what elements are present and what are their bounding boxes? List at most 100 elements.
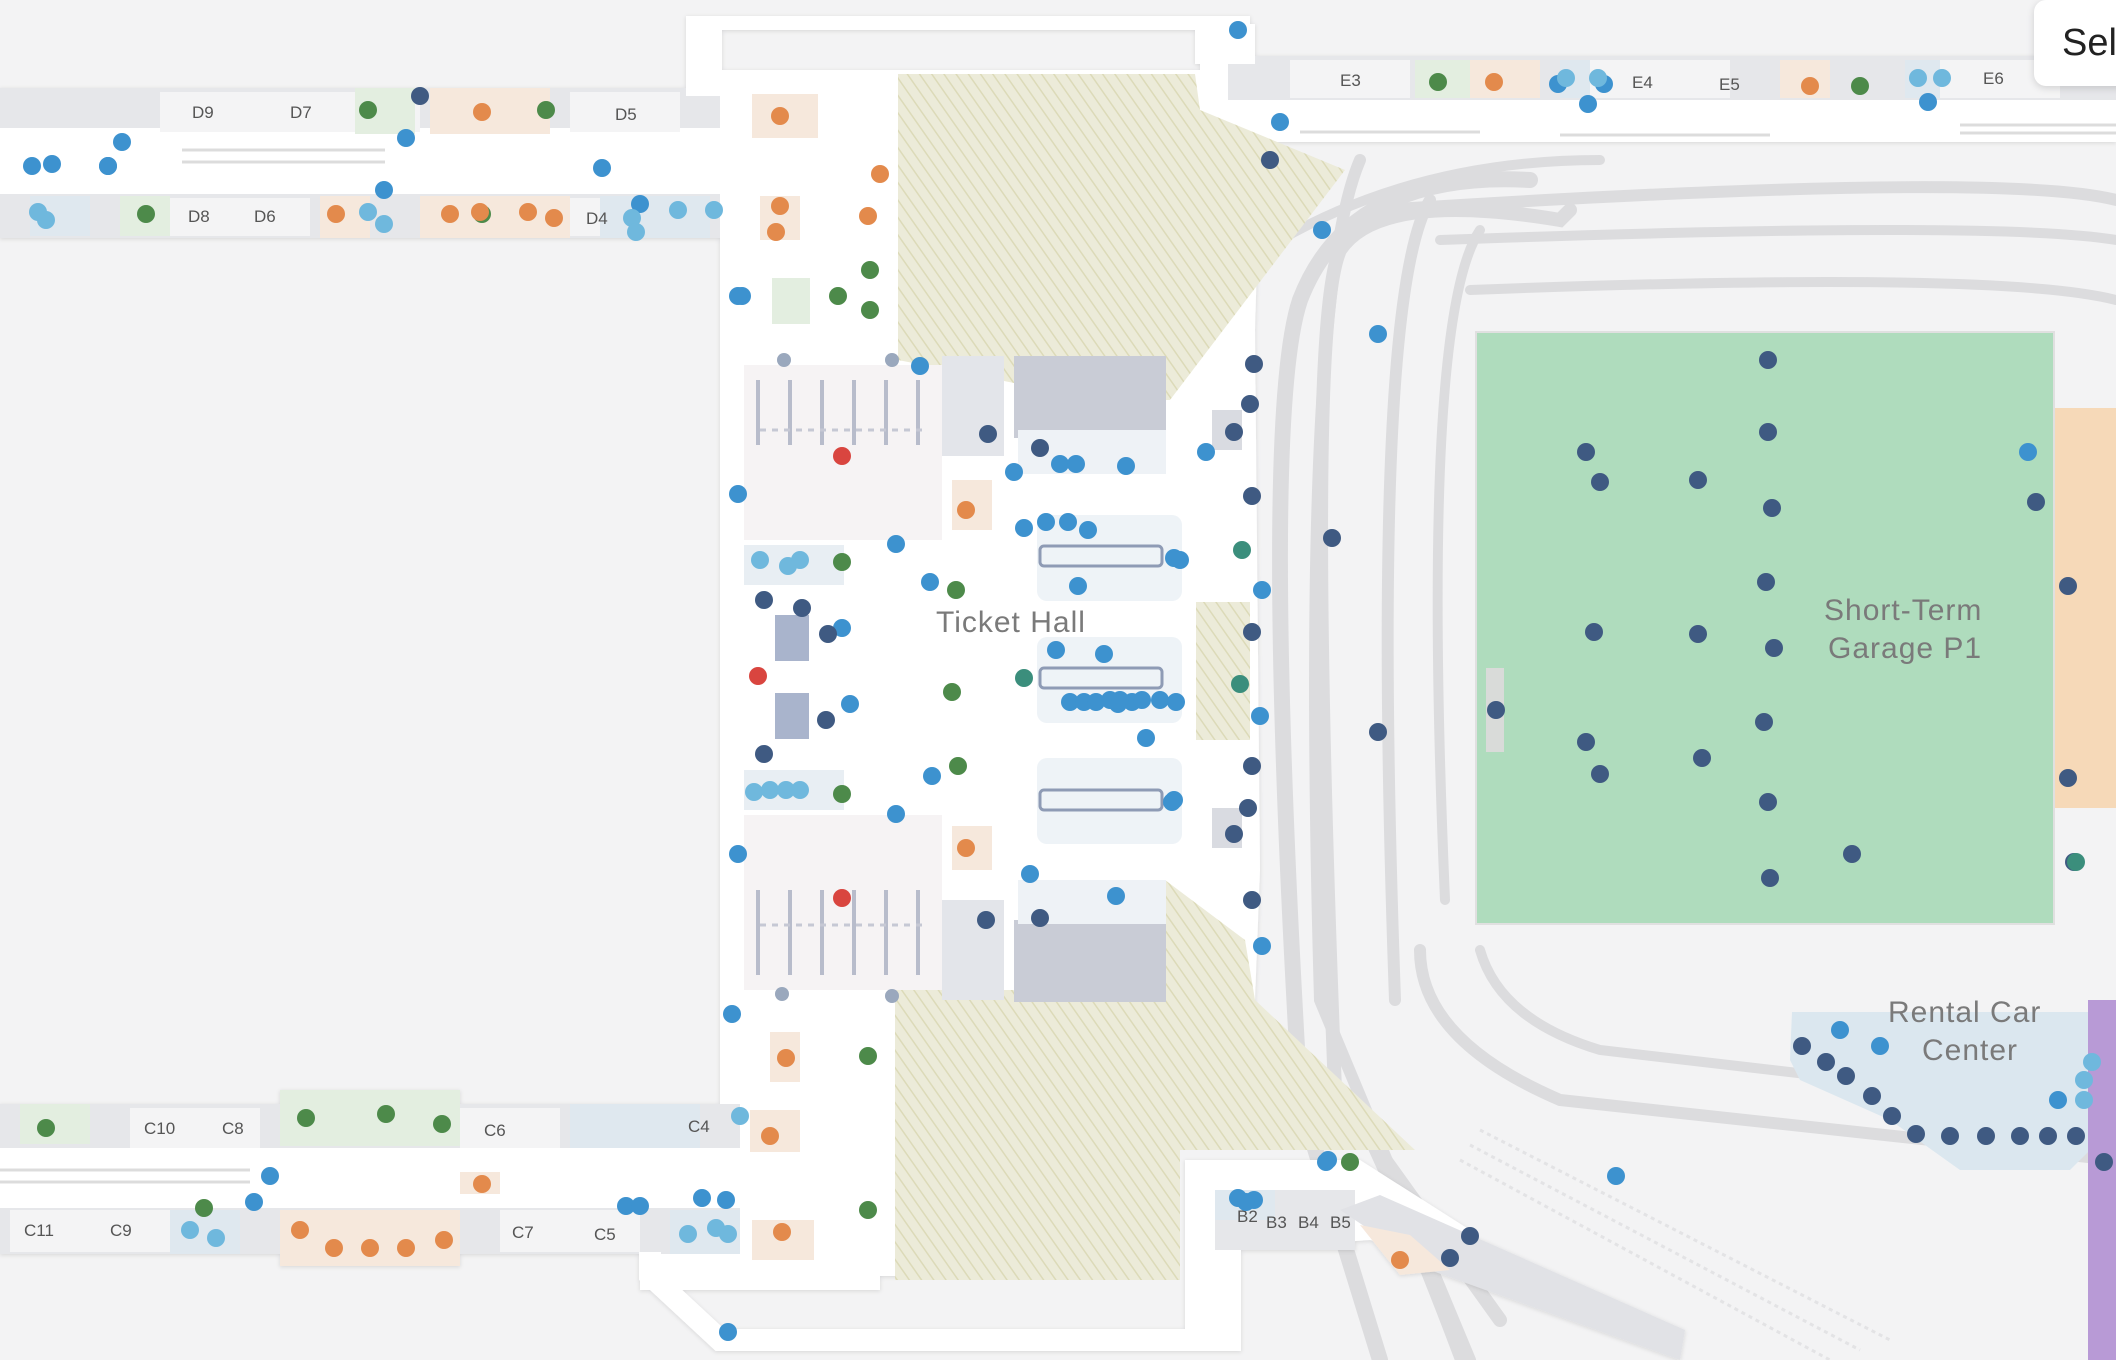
info-marker[interactable]	[2067, 853, 2085, 871]
food-marker[interactable]	[545, 209, 563, 227]
service-marker[interactable]	[817, 711, 835, 729]
restroom-marker[interactable]	[719, 1323, 737, 1341]
service-marker[interactable]	[2027, 493, 2045, 511]
restroom-marker[interactable]	[1253, 581, 1271, 599]
shop-marker[interactable]	[297, 1109, 315, 1127]
restroom-marker[interactable]	[1165, 791, 1183, 809]
service-marker[interactable]	[2067, 1127, 2085, 1145]
service-marker[interactable]	[1759, 423, 1777, 441]
food-marker[interactable]	[325, 1239, 343, 1257]
service-marker[interactable]	[1941, 1127, 1959, 1145]
restroom-marker[interactable]	[1369, 325, 1387, 343]
service-marker[interactable]	[1239, 799, 1257, 817]
amenity-marker[interactable]	[623, 209, 641, 227]
food-marker[interactable]	[957, 501, 975, 519]
restroom-marker[interactable]	[593, 159, 611, 177]
emergency-marker[interactable]	[833, 889, 851, 907]
shop-marker[interactable]	[1341, 1153, 1359, 1171]
restroom-marker[interactable]	[1111, 691, 1129, 709]
service-marker[interactable]	[1243, 757, 1261, 775]
info-marker[interactable]	[1233, 541, 1251, 559]
restroom-marker[interactable]	[1117, 457, 1135, 475]
service-marker[interactable]	[1759, 793, 1777, 811]
restroom-marker[interactable]	[1253, 937, 1271, 955]
restroom-marker[interactable]	[1197, 443, 1215, 461]
food-marker[interactable]	[397, 1239, 415, 1257]
restroom-marker[interactable]	[99, 157, 117, 175]
restroom-marker[interactable]	[921, 573, 939, 591]
service-marker[interactable]	[411, 87, 429, 105]
service-marker[interactable]	[1755, 713, 1773, 731]
shop-marker[interactable]	[861, 301, 879, 319]
shop-marker[interactable]	[1851, 77, 1869, 95]
service-marker[interactable]	[1241, 395, 1259, 413]
restroom-marker[interactable]	[729, 287, 747, 305]
amenity-marker[interactable]	[751, 551, 769, 569]
service-marker[interactable]	[1577, 443, 1595, 461]
restroom-marker[interactable]	[1151, 691, 1169, 709]
restroom-marker[interactable]	[887, 805, 905, 823]
food-marker[interactable]	[441, 205, 459, 223]
restroom-marker[interactable]	[1069, 577, 1087, 595]
shop-marker[interactable]	[861, 261, 879, 279]
service-marker[interactable]	[755, 591, 773, 609]
food-marker[interactable]	[957, 839, 975, 857]
restroom-marker[interactable]	[397, 129, 415, 147]
service-marker[interactable]	[1817, 1053, 1835, 1071]
restroom-marker[interactable]	[1831, 1021, 1849, 1039]
shop-marker[interactable]	[37, 1119, 55, 1137]
amenity-marker[interactable]	[1933, 69, 1951, 87]
service-marker[interactable]	[1863, 1087, 1881, 1105]
restroom-marker[interactable]	[1005, 463, 1023, 481]
food-marker[interactable]	[327, 205, 345, 223]
restroom-marker[interactable]	[729, 485, 747, 503]
service-marker[interactable]	[1591, 765, 1609, 783]
service-marker[interactable]	[2039, 1127, 2057, 1145]
amenity-marker[interactable]	[207, 1229, 225, 1247]
service-marker[interactable]	[977, 911, 995, 929]
amenity-marker[interactable]	[719, 1225, 737, 1243]
restroom-marker[interactable]	[1137, 729, 1155, 747]
service-marker[interactable]	[1243, 891, 1261, 909]
service-marker[interactable]	[1261, 151, 1279, 169]
service-marker[interactable]	[1369, 723, 1387, 741]
restroom-marker[interactable]	[261, 1167, 279, 1185]
restroom-marker[interactable]	[1051, 455, 1069, 473]
amenity-marker[interactable]	[627, 223, 645, 241]
emergency-marker[interactable]	[833, 447, 851, 465]
food-marker[interactable]	[859, 207, 877, 225]
shop-marker[interactable]	[137, 205, 155, 223]
restroom-marker[interactable]	[1087, 693, 1105, 711]
restroom-marker[interactable]	[1871, 1037, 1889, 1055]
service-marker[interactable]	[1757, 573, 1775, 591]
service-marker[interactable]	[1031, 909, 1049, 927]
restroom-marker[interactable]	[1095, 645, 1113, 663]
select-button[interactable]: Sele	[2034, 0, 2116, 86]
service-marker[interactable]	[793, 599, 811, 617]
restroom-marker[interactable]	[1059, 513, 1077, 531]
service-marker[interactable]	[1487, 701, 1505, 719]
shop-marker[interactable]	[949, 757, 967, 775]
restroom-marker[interactable]	[1061, 693, 1079, 711]
service-marker[interactable]	[1225, 423, 1243, 441]
restroom-marker[interactable]	[1107, 887, 1125, 905]
amenity-marker[interactable]	[761, 781, 779, 799]
restroom-marker[interactable]	[1079, 521, 1097, 539]
service-marker[interactable]	[1245, 355, 1263, 373]
poi-markers[interactable]	[23, 21, 2113, 1341]
restroom-marker[interactable]	[2049, 1091, 2067, 1109]
service-marker[interactable]	[1793, 1037, 1811, 1055]
restroom-marker[interactable]	[1047, 641, 1065, 659]
restroom-marker[interactable]	[1015, 519, 1033, 537]
restroom-marker[interactable]	[1607, 1167, 1625, 1185]
service-marker[interactable]	[1225, 825, 1243, 843]
service-marker[interactable]	[755, 745, 773, 763]
service-marker[interactable]	[1591, 473, 1609, 491]
restroom-marker[interactable]	[43, 155, 61, 173]
restroom-marker[interactable]	[1919, 93, 1937, 111]
food-marker[interactable]	[771, 197, 789, 215]
shop-marker[interactable]	[195, 1199, 213, 1217]
shop-marker[interactable]	[829, 287, 847, 305]
misc-marker[interactable]	[775, 987, 789, 1001]
